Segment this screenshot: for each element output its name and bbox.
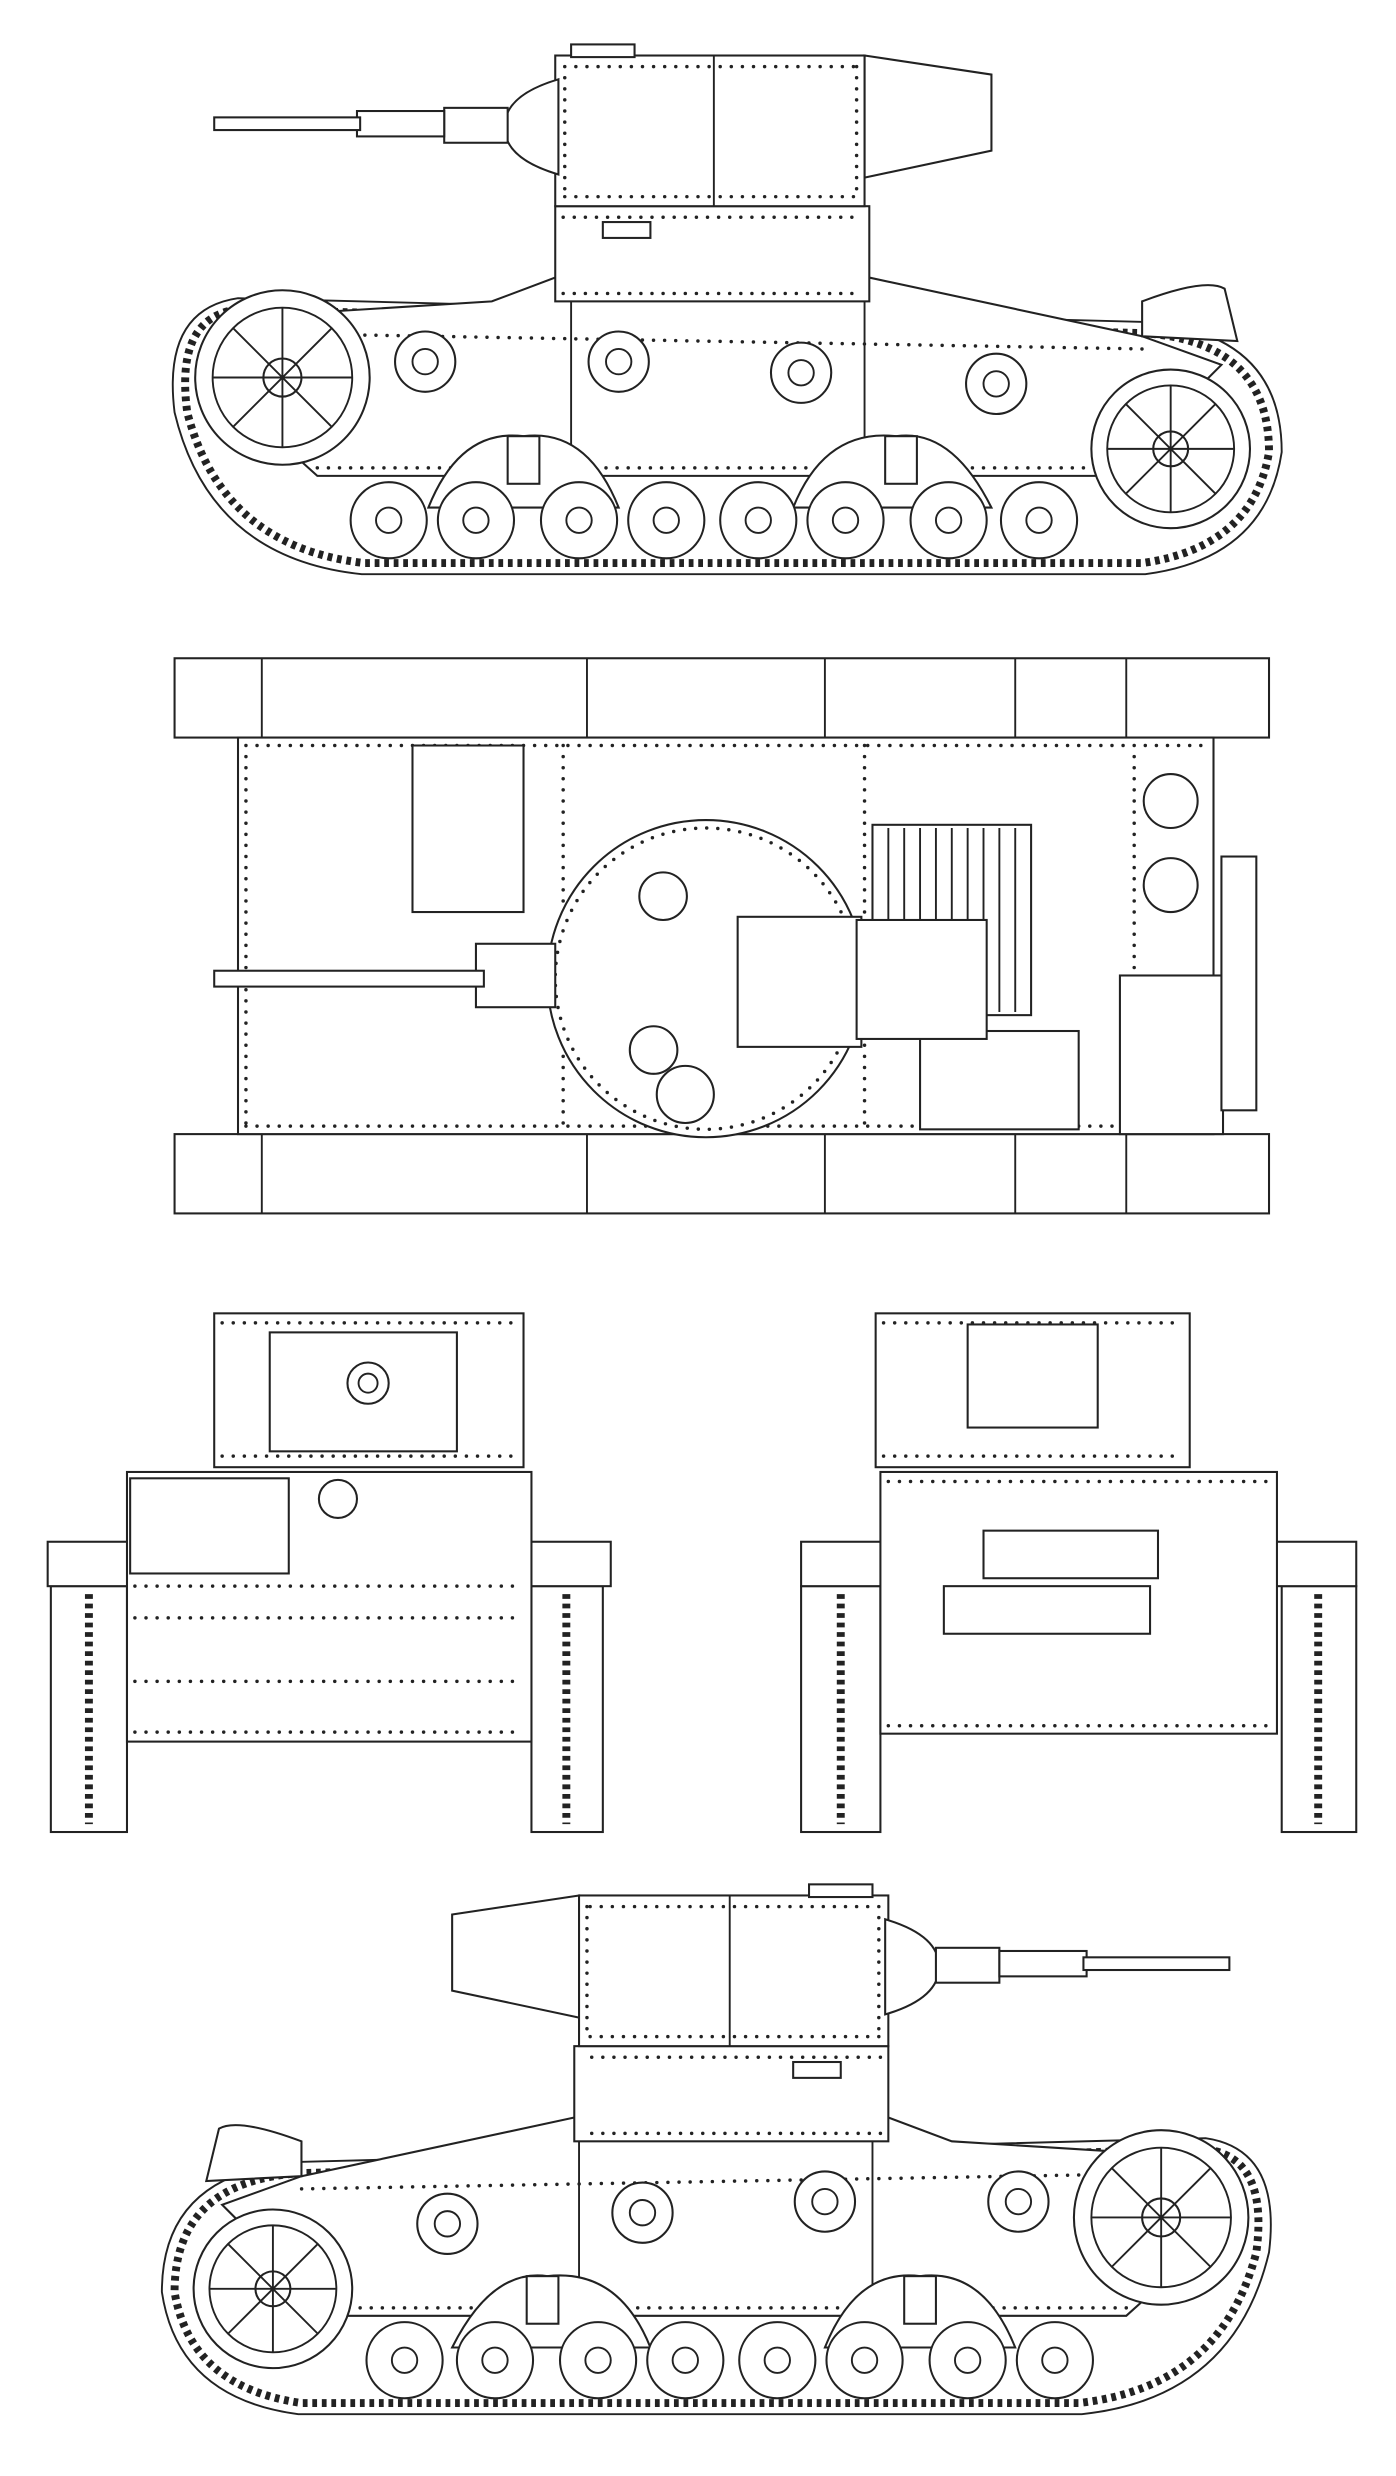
fender-bottom <box>173 1133 1271 1215</box>
muffler <box>1220 855 1258 1112</box>
turret-hatch <box>638 871 688 922</box>
front-view <box>46 1312 612 1834</box>
top-view <box>173 657 1271 1215</box>
radiator-louvre <box>982 1529 1160 1580</box>
gun-mount-top <box>474 942 557 1009</box>
vent <box>655 1064 715 1125</box>
side-view-right <box>162 1884 1271 2414</box>
periscope <box>628 1025 679 1075</box>
engine-hatch <box>1142 857 1199 914</box>
side-view-left <box>173 44 1282 574</box>
driver-visor <box>129 1477 290 1575</box>
turret-hatch-top <box>736 915 863 1048</box>
gun-barrel-top <box>213 969 485 988</box>
fender-top <box>173 657 1271 739</box>
turret-bustle-top <box>855 918 988 1040</box>
headlight <box>317 1478 359 1519</box>
stowage-box <box>919 1029 1080 1131</box>
gun-muzzle <box>346 1361 390 1405</box>
engine-hatch <box>1142 773 1199 830</box>
exhaust-box <box>1118 974 1225 1136</box>
muffler-rear <box>942 1585 1152 1635</box>
turret-rear-hatch <box>966 1323 1099 1429</box>
rear-view <box>800 1312 1358 1834</box>
driver-hatch <box>411 744 525 914</box>
